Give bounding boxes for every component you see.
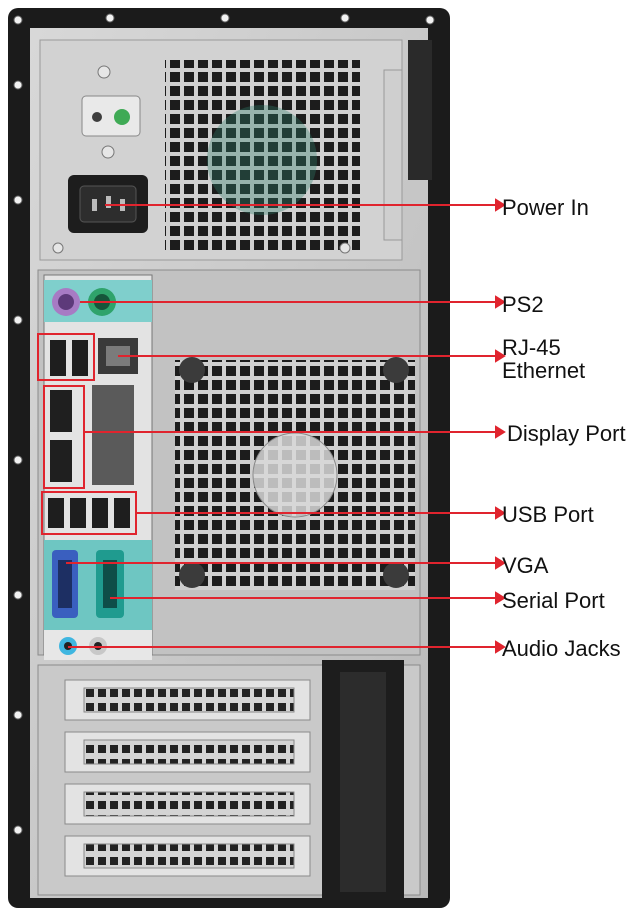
label-power-in: Power In [502,195,589,220]
latch [408,40,432,180]
label-display-port: Display Port [507,421,626,446]
label-usb-port: USB Port [502,502,594,527]
usb-port-icon [48,498,130,528]
expansion-slot-icon [64,679,311,877]
callout-lines [66,198,506,654]
ps2-port-icon [52,288,116,316]
serial-port-icon [96,550,124,618]
vga-port-icon [52,550,78,618]
audio-jack-icon [44,630,152,660]
label-serial-port: Serial Port [502,588,605,613]
psu-test-switch [81,95,141,137]
usb-port-icon [50,340,88,376]
label-ethernet: Ethernet [502,358,586,383]
label-ps2: PS2 [502,292,544,317]
label-rj45: RJ-45 [502,335,561,360]
psu-fan-grille-icon [165,60,360,250]
screw-icon [13,13,435,835]
display-port-icon [50,390,72,482]
label-vga: VGA [502,553,549,578]
label-audio-jacks: Audio Jacks [502,636,621,661]
